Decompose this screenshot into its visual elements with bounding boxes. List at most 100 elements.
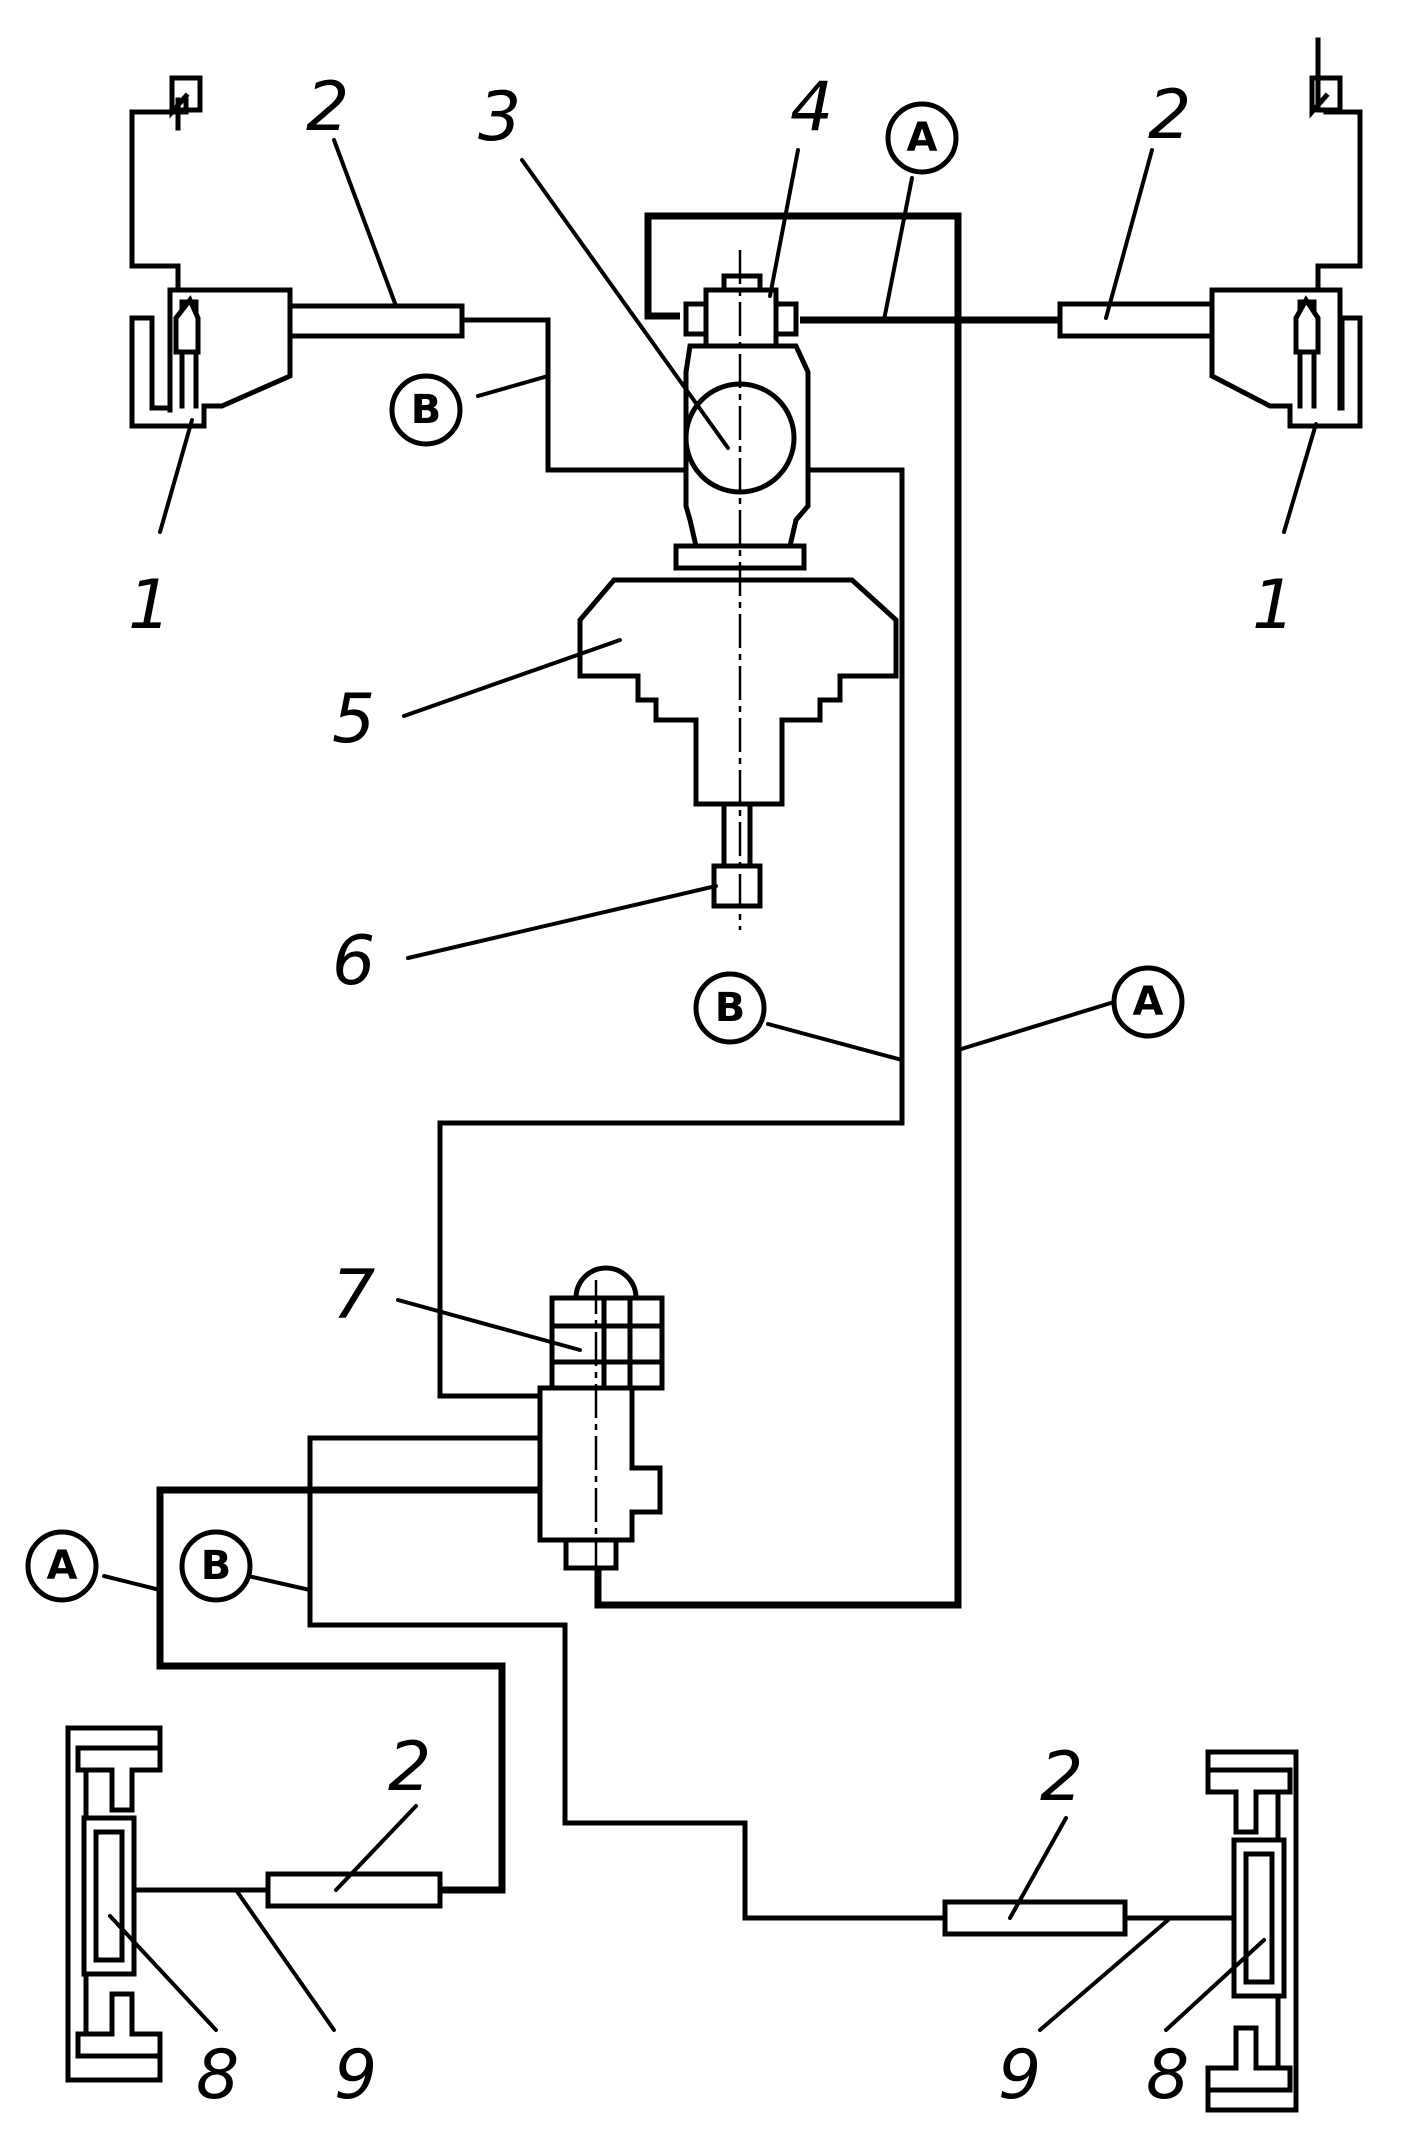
circuit-a-pipes: [156, 212, 1060, 1894]
leader-2-front-left: [332, 138, 398, 308]
rear-right-shoe-top: [1205, 1767, 1293, 1835]
circuit-a-rear-left-line: [156, 1486, 545, 1894]
rear-right-brake: [942, 1749, 1299, 2113]
leader-4: [768, 148, 800, 298]
front-right-wire: [1315, 109, 1363, 293]
circuit-markers: A B B A A B: [25, 101, 1185, 1603]
valve-top-details: [549, 1295, 665, 1391]
front-left-caliper: [129, 287, 293, 429]
leader-8-right: [1164, 1938, 1266, 2032]
label-7: 7: [332, 1256, 375, 1335]
label-1-right: 1: [1252, 566, 1295, 645]
reservoir-port-left: [683, 301, 709, 337]
pressure-regulator-valve: [537, 1265, 665, 1580]
leader-8-left: [108, 1914, 218, 2032]
label-9-right: 9: [998, 2036, 1041, 2115]
leader-9-left: [234, 1888, 336, 2032]
label-2-rear-left: 2: [388, 1728, 431, 1807]
label-5: 5: [332, 680, 375, 759]
leader-a-bottom: [102, 1574, 162, 1592]
marker-b-top-text: B: [411, 387, 442, 433]
rear-left-shoe-top: [75, 1745, 163, 1813]
front-right-piston: [1293, 295, 1321, 355]
front-right-hose: [1057, 301, 1215, 339]
leader-2-front-right: [1104, 148, 1154, 320]
label-2-front-left: 2: [306, 68, 349, 147]
front-right-brake: [1057, 37, 1363, 429]
front-left-wire: [129, 97, 189, 293]
marker-b-top-circle: [389, 373, 463, 447]
rear-left-hose: [265, 1871, 443, 1909]
marker-a-bottom: A: [25, 1529, 99, 1603]
leader-2-rear-right: [1008, 1816, 1068, 1920]
label-2-rear-right: 2: [1040, 1738, 1083, 1817]
label-2-front-right: 2: [1148, 76, 1191, 155]
rear-left-brake: [65, 1725, 443, 2083]
marker-a-mid: A: [1111, 965, 1185, 1039]
booster-pushrod: [721, 801, 753, 877]
label-8-right: 8: [1146, 2036, 1189, 2115]
master-cylinder-assembly: [673, 273, 811, 571]
label-8-left: 8: [196, 2036, 239, 2115]
valve-bottom-fitting: [563, 1537, 619, 1571]
leader-6: [406, 884, 718, 960]
label-1-left: 1: [128, 566, 171, 645]
circuit-b-rear-right-line: [307, 1435, 945, 1921]
leader-5: [402, 638, 622, 718]
front-right-caliper: [1209, 287, 1363, 429]
leader-b-mid: [766, 1022, 904, 1062]
label-3: 3: [478, 78, 521, 157]
marker-b-bottom-text: B: [201, 1543, 232, 1589]
leader-2-rear-left: [334, 1804, 418, 1892]
rear-right-wheel-cylinder: [1231, 1837, 1287, 1999]
brake-booster: [577, 577, 899, 909]
marker-a-bottom-text: A: [47, 1543, 78, 1589]
front-left-brake: [129, 75, 465, 429]
rear-left-cylinder-inner: [93, 1829, 125, 1963]
circuit-b-front-left-line: [462, 317, 690, 473]
valve-top-housing: [549, 1295, 665, 1391]
label-6: 6: [332, 922, 375, 1001]
marker-b-bottom-circle: [179, 1529, 253, 1603]
marker-b-mid-circle: [693, 971, 767, 1045]
marker-a-bottom-circle: [25, 1529, 99, 1603]
marker-b-mid: B: [693, 971, 767, 1045]
booster-body: [577, 577, 899, 807]
rear-right-cylinder-inner: [1243, 1851, 1275, 1985]
marker-b-top: B: [389, 373, 463, 447]
valve-dome: [573, 1265, 639, 1301]
leader-1-left: [158, 418, 194, 534]
circuit-a-top-loop: [594, 212, 962, 1609]
leader-a-mid: [956, 1000, 1116, 1052]
front-left-hose: [287, 303, 465, 339]
marker-a-top: A: [885, 101, 959, 175]
marker-a-top-circle: [885, 101, 959, 175]
leader-b-top: [476, 374, 550, 398]
rear-right-hose: [942, 1899, 1128, 1937]
label-9-left: 9: [334, 2036, 377, 2115]
marker-b-bottom: B: [179, 1529, 253, 1603]
front-right-brake-line: [1309, 37, 1343, 119]
part-numbers: 1 1 2 2 3 4 5 6 7 2 2 8 9 9 8: [128, 68, 1295, 2115]
reservoir-port-right: [773, 301, 799, 337]
leader-1-right: [1282, 422, 1318, 534]
rear-right-shoe-bottom: [1205, 2025, 1293, 2093]
rear-left-shoe-bottom: [75, 1991, 163, 2059]
valve-body: [537, 1385, 663, 1543]
rear-left-wheel-cylinder: [81, 1815, 137, 1977]
leader-lines: [102, 138, 1318, 2032]
leader-b-bottom: [246, 1574, 312, 1592]
circuit-b-trunk: [437, 467, 905, 1399]
marker-a-mid-circle: [1111, 965, 1185, 1039]
marker-a-top-text: A: [907, 115, 938, 161]
front-left-piston: [173, 295, 201, 355]
marker-a-mid-text: A: [1133, 979, 1164, 1025]
marker-b-mid-text: B: [715, 985, 746, 1031]
booster-neck: [673, 543, 807, 571]
leader-7: [396, 1298, 582, 1352]
circuit-b-pipes: [307, 317, 945, 1921]
leader-a-top: [882, 176, 914, 322]
leader-3: [520, 158, 730, 450]
label-4: 4: [790, 68, 833, 147]
